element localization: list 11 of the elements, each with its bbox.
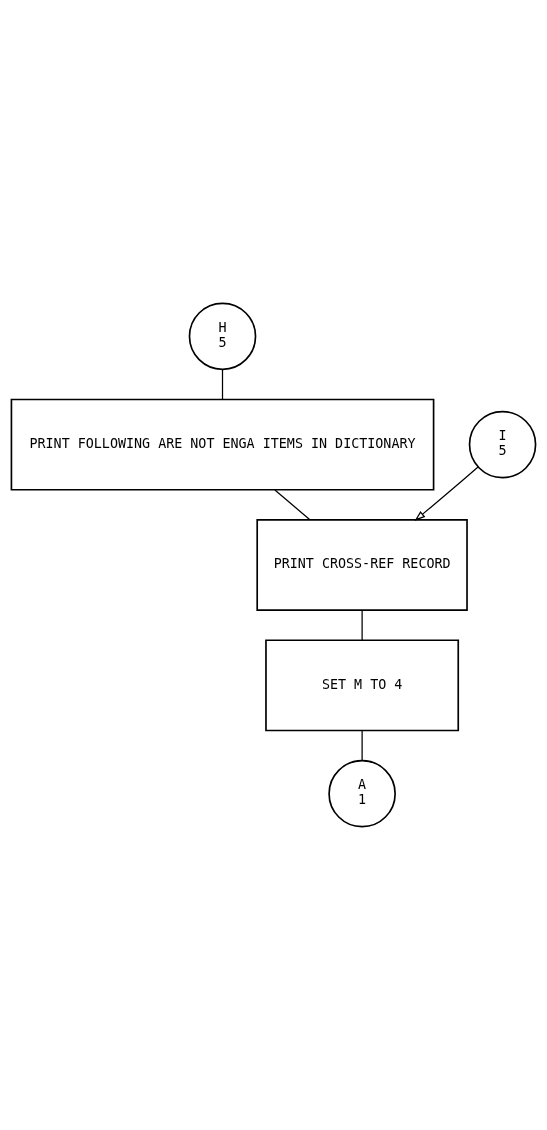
connector [361, 609, 363, 641]
connector [361, 730, 363, 761]
node-circle: A 1 [328, 759, 396, 828]
connector [221, 368, 224, 401]
node-box: PRINT FOLLOWING ARE NOT ENGA ITEMS IN DICTIONARY [10, 398, 435, 491]
arrow [414, 466, 479, 521]
node-box: PRINT CROSS-REF RECORD [256, 519, 468, 611]
node-box: SET M TO 4 [265, 639, 460, 732]
connector [274, 489, 311, 521]
node-circle: H 5 [188, 302, 257, 371]
node-circle: I 5 [468, 410, 537, 479]
